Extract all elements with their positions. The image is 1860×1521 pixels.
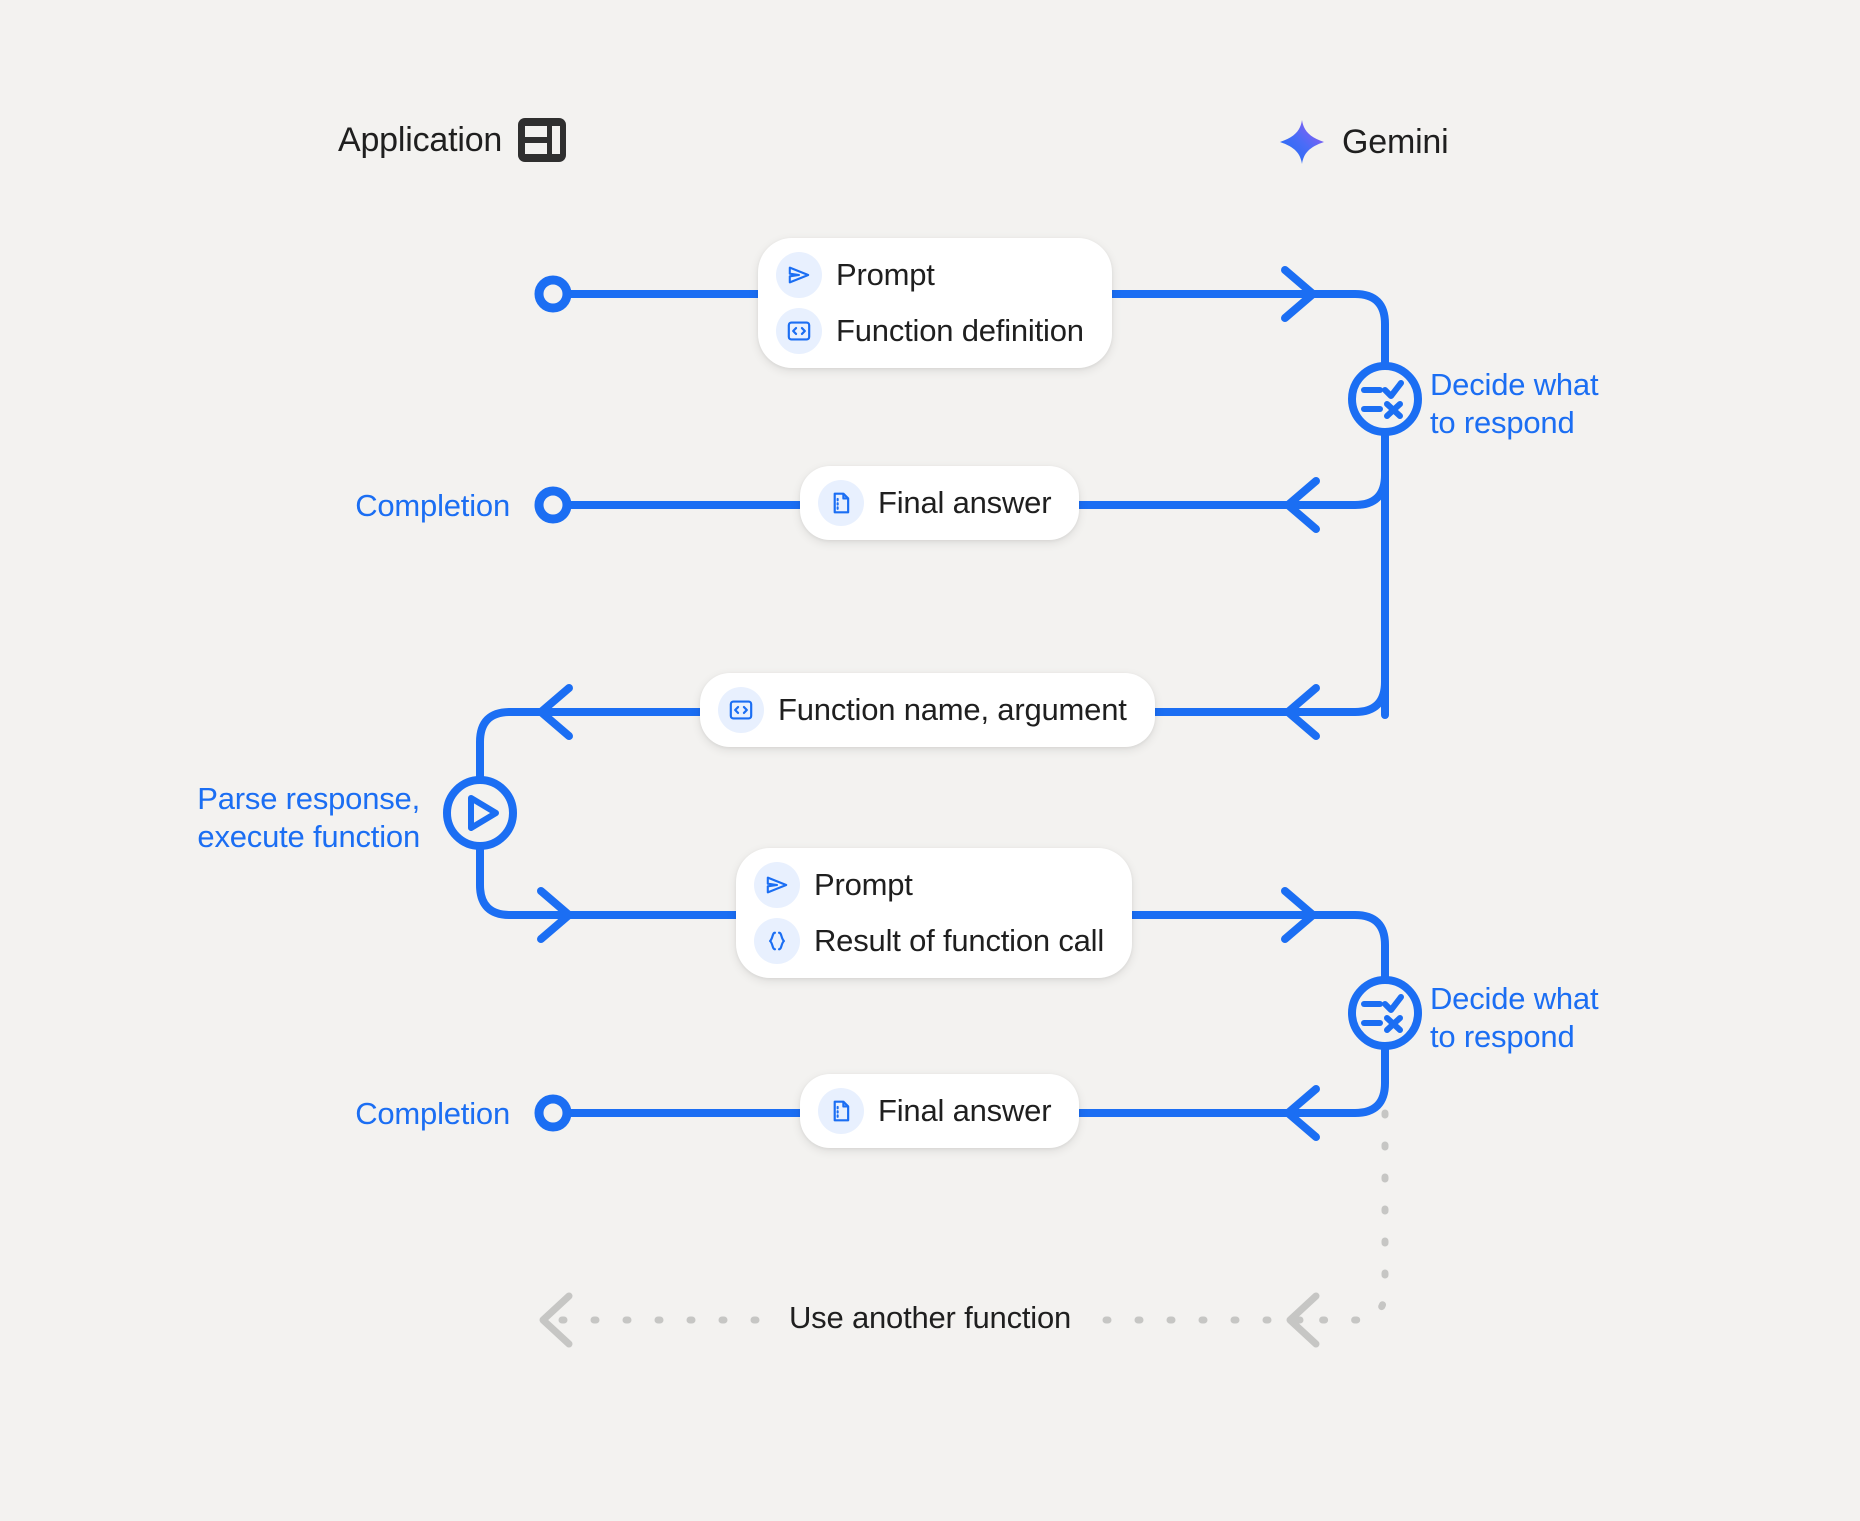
message-bubble-request-2[interactable]: Prompt Result of function call — [736, 848, 1133, 978]
arrowhead-function-call-gemini — [1284, 684, 1320, 740]
bubble-label: Final answer — [878, 1093, 1052, 1128]
decide-circle-2 — [1348, 976, 1422, 1050]
lane-title-gemini: Gemini — [1342, 122, 1449, 161]
loop-arrowhead-app — [539, 1292, 573, 1348]
play-icon-glyph — [468, 795, 499, 831]
decide-label-1: Decide what to respond — [1430, 367, 1599, 440]
lane-header-application: Application — [338, 118, 567, 162]
wire-final-answer-1-branch — [1296, 471, 1389, 509]
completion-node-1 — [534, 486, 572, 524]
send-icon — [776, 252, 822, 298]
loop-arrowhead-gemini — [1286, 1292, 1320, 1348]
arrowhead-request-2-app — [537, 887, 573, 943]
bubble-row-final-answer: Final answer — [818, 1088, 1052, 1134]
decide-circle-1 — [1348, 362, 1422, 436]
bubble-row-function-definition: Function definition — [776, 308, 1084, 354]
bubble-row-final-answer: Final answer — [818, 480, 1052, 526]
parse-circle — [443, 776, 517, 850]
completion-label-1: Completion — [355, 488, 510, 523]
bubble-label: Prompt — [814, 867, 913, 902]
wire-gemini-entry-1 — [1296, 290, 1389, 370]
arrowhead-request-1 — [1281, 266, 1317, 322]
arrowhead-final-answer-1 — [1284, 477, 1320, 533]
document-icon — [818, 480, 864, 526]
code-brackets-icon — [718, 687, 764, 733]
message-bubble-final-answer-2[interactable]: Final answer — [800, 1074, 1080, 1148]
start-node — [534, 275, 572, 313]
completion-node-2 — [534, 1094, 572, 1132]
loop-wire-vertical — [1296, 1109, 1389, 1324]
bubble-row-function-name-argument: Function name, argument — [718, 687, 1127, 733]
bubble-label: Final answer — [878, 485, 1052, 520]
wire-function-call-branch — [1296, 678, 1389, 716]
bubble-label: Result of function call — [814, 923, 1105, 958]
app-layout-icon — [518, 118, 567, 162]
lane-title-application: Application — [338, 120, 503, 159]
gemini-sparkle-icon — [1278, 118, 1326, 166]
curly-braces-icon — [754, 918, 800, 964]
message-bubble-final-answer-1[interactable]: Final answer — [800, 466, 1080, 540]
bubble-row-prompt: Prompt — [754, 862, 1104, 908]
message-bubble-request-1[interactable]: Prompt Function definition — [758, 238, 1112, 368]
parse-label: Parse response, execute function — [197, 781, 420, 854]
loop-label: Use another function — [775, 1300, 1086, 1336]
send-icon — [754, 862, 800, 908]
bubble-row-result-of-function-call: Result of function call — [754, 918, 1104, 964]
decide-label-2: Decide what to respond — [1430, 981, 1599, 1054]
wire-parse-out — [476, 842, 557, 919]
completion-label-2: Completion — [355, 1096, 510, 1131]
message-bubble-function-call[interactable]: Function name, argument — [700, 673, 1155, 747]
bubble-row-prompt: Prompt — [776, 252, 1084, 298]
lane-header-gemini: Gemini — [1278, 118, 1449, 166]
bubble-label: Prompt — [836, 257, 935, 292]
document-icon — [818, 1088, 864, 1134]
bubble-label: Function name, argument — [778, 692, 1127, 727]
wire-gemini-entry-2 — [1296, 911, 1389, 984]
arrowhead-final-answer-2 — [1284, 1085, 1320, 1141]
code-brackets-icon — [776, 308, 822, 354]
wire-parse-in — [476, 708, 557, 784]
wire-decide2-down — [1296, 1042, 1389, 1117]
bubble-label: Function definition — [836, 313, 1084, 348]
arrowhead-request-2-gemini — [1281, 887, 1317, 943]
